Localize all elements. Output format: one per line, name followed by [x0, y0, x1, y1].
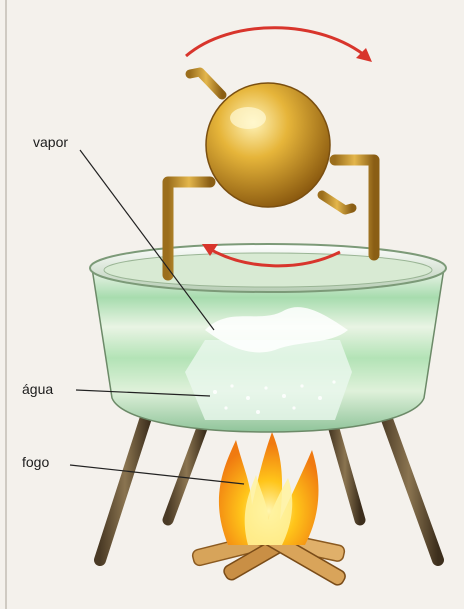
agua-label: água: [22, 382, 53, 396]
fogo-label: fogo: [22, 455, 49, 469]
vapor-label: vapor: [33, 135, 68, 149]
sphere: [206, 83, 330, 207]
pot: [90, 244, 446, 432]
flames: [219, 432, 319, 545]
fogo-leader-line: [70, 465, 244, 484]
sphere-highlight: [230, 107, 266, 129]
water-surface: [185, 340, 352, 420]
